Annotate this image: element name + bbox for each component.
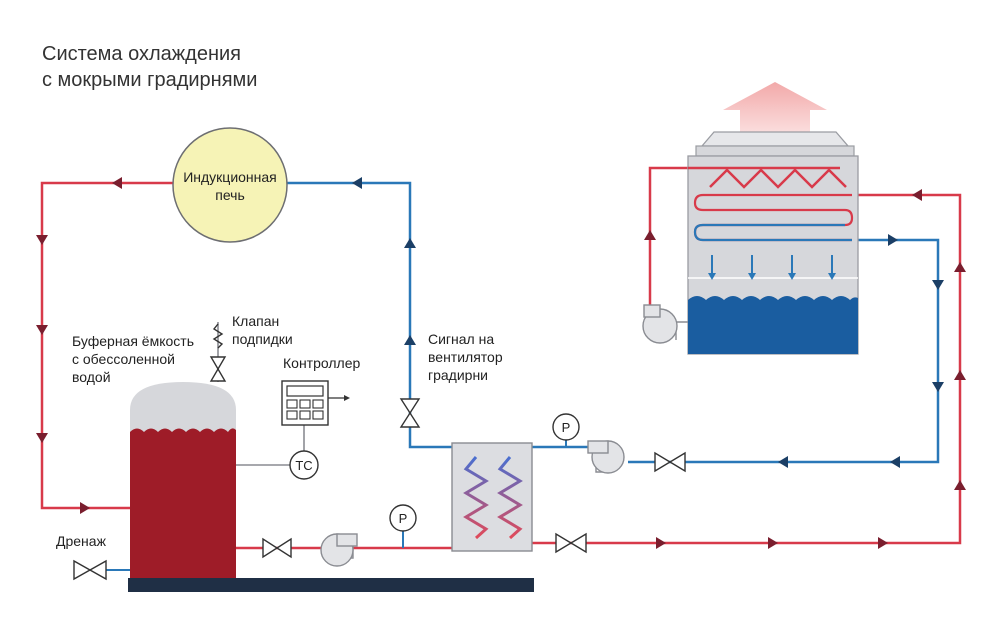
fan-signal-valve[interactable] <box>399 398 421 428</box>
buffer-tank[interactable] <box>130 382 236 578</box>
valve-bottom-right[interactable] <box>555 532 587 554</box>
pressure-gauge-1[interactable] <box>389 504 417 532</box>
spray-nozzle-icon <box>709 168 847 189</box>
temperature-controller-sensor[interactable] <box>289 450 319 480</box>
tank-label-line3: водой <box>72 369 111 385</box>
signal-label-line3: градирни <box>428 367 488 383</box>
tc-label: TC <box>295 458 312 473</box>
tower-basin-water <box>688 296 858 354</box>
diagram-title-line1: Система охлаждения <box>42 43 241 65</box>
signal-label-line1: Сигнал на <box>428 331 494 347</box>
tank-label-line1: Буферная ёмкость <box>72 333 194 349</box>
pressure-gauge-2-label: P <box>562 420 571 435</box>
pump-upper[interactable] <box>587 440 625 474</box>
tank-water <box>130 428 236 578</box>
flow-arrows-cold <box>352 177 944 468</box>
valve-bottom-left[interactable] <box>262 537 292 559</box>
valve-label-line2: подпидки <box>232 331 293 347</box>
cooling-tower[interactable] <box>687 82 859 355</box>
heat-exchanger[interactable] <box>451 442 533 552</box>
tower-fan[interactable] <box>642 304 688 344</box>
signal-label-line2: вентилятор <box>428 349 503 365</box>
drip-arrows <box>708 255 836 280</box>
makeup-valve[interactable] <box>209 322 227 382</box>
furnace-label-line1: Индукционная <box>183 169 277 185</box>
pipe-hx-to-tower <box>532 193 962 545</box>
induction-furnace[interactable] <box>172 127 288 243</box>
diagram-title-line2: с мокрыми градирнями <box>42 69 257 91</box>
drain-label: Дренаж <box>56 533 107 549</box>
pressure-gauge-1-label: P <box>399 511 408 526</box>
fan-exhaust-icon <box>723 82 827 135</box>
tank-label-line2: с обессоленной <box>72 351 175 367</box>
pipe-hx-to-furnace <box>283 181 452 449</box>
controller[interactable] <box>281 380 329 426</box>
pump-bottom[interactable] <box>320 533 358 567</box>
controller-label: Контроллер <box>283 355 360 371</box>
drain-valve[interactable] <box>73 559 107 581</box>
valve-label-line1: Клапан <box>232 313 279 329</box>
flow-arrows-hot <box>36 177 966 549</box>
base-platform <box>128 578 534 592</box>
furnace-label-line2: печь <box>215 187 245 203</box>
valve-upper-right[interactable] <box>654 451 686 473</box>
signal-arrow-icon <box>328 395 350 401</box>
pressure-gauge-2[interactable] <box>552 413 580 441</box>
pipe-tower-spray <box>648 166 688 305</box>
